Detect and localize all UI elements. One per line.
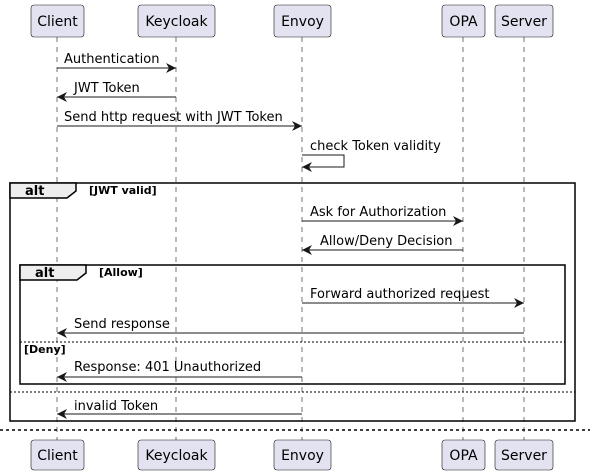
fragment-operator: alt — [25, 184, 44, 199]
participant-label: Client — [37, 448, 78, 464]
message-label: Send response — [74, 317, 170, 332]
participant-opa-top: OPA — [441, 4, 486, 38]
participant-label: Keycloak — [145, 448, 208, 464]
participant-keycloak-top: Keycloak — [137, 4, 216, 38]
participant-envoy-bottom: Envoy — [273, 439, 332, 471]
participant-server-top: Server — [494, 4, 554, 38]
participant-label: Envoy — [281, 448, 324, 464]
participant-label: Client — [37, 14, 78, 30]
participant-opa-bottom: OPA — [441, 439, 486, 471]
participant-client-top: Client — [30, 4, 85, 38]
participant-label: Server — [501, 14, 547, 30]
participant-label: OPA — [449, 448, 478, 464]
message-label: Allow/Deny Decision — [320, 234, 453, 249]
message-label: Send http request with JWT Token — [64, 110, 283, 125]
message-label: invalid Token — [74, 399, 158, 414]
participant-label: Envoy — [281, 14, 324, 30]
message-label: Authentication — [64, 52, 159, 67]
fragment-guard: [Allow] — [99, 266, 143, 279]
participant-keycloak-bottom: Keycloak — [137, 439, 216, 471]
message-label: Ask for Authorization — [310, 205, 446, 220]
participant-envoy-top: Envoy — [273, 4, 332, 38]
fragment-guard: [JWT valid] — [89, 184, 157, 197]
participant-server-bottom: Server — [494, 439, 554, 471]
participant-label: Keycloak — [145, 14, 208, 30]
message-self-arrow — [302, 154, 345, 172]
message-label: JWT Token — [73, 81, 140, 96]
participant-label: OPA — [449, 14, 478, 30]
participant-client-bottom: Client — [30, 439, 85, 471]
participant-label: Server — [501, 448, 547, 464]
fragment-alt-jwt-valid: alt [JWT valid] — [9, 182, 576, 422]
fragment-alt-allow: alt [Allow] — [19, 264, 566, 385]
fragment-else-guard: [Deny] — [24, 343, 66, 356]
message-label: check Token validity — [310, 139, 441, 154]
message-label: Forward authorized request — [310, 287, 490, 302]
fragment-operator: alt — [35, 266, 54, 281]
message-label: Response: 401 Unauthorized — [74, 360, 261, 375]
